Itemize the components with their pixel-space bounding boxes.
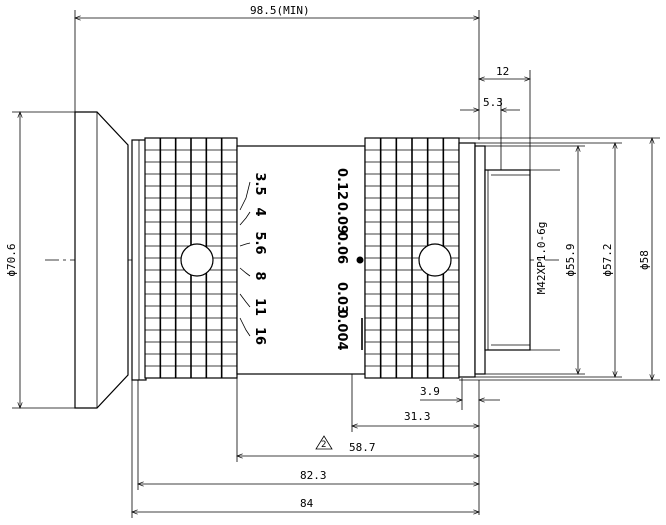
- dim-flange-depth: 5.3: [483, 96, 503, 109]
- front-hood: [74, 111, 129, 409]
- magnification-label: 0.03: [334, 282, 349, 314]
- aperture-label: 11: [252, 298, 267, 316]
- note-triangle-icon: [315, 435, 333, 450]
- aperture-label: 5.6: [252, 231, 267, 254]
- dim-step-3-9: 3.9: [420, 385, 440, 398]
- magnification-label: 0.12: [334, 168, 349, 200]
- dim-ring-31-3: 31.3: [404, 410, 431, 423]
- dim-overall-length: 98.5(MIN): [250, 4, 310, 17]
- aperture-label: 16: [252, 327, 267, 345]
- rear-flange: [474, 145, 486, 375]
- dim-front-diameter: ϕ70.6: [5, 243, 18, 276]
- index-dot: [356, 256, 364, 264]
- magnification-label: 0.06: [334, 232, 349, 264]
- magnification-label: 0.004: [334, 309, 349, 350]
- aperture-label: 8: [252, 271, 267, 280]
- dim-thread-length: 12: [496, 65, 509, 78]
- dim-ring-58-7: 58.7: [349, 441, 376, 454]
- dim-diameter-58: ϕ58: [638, 250, 651, 270]
- dim-diameter-55-9: ϕ55.9: [564, 243, 577, 276]
- rear-lock-screw: [418, 243, 452, 277]
- note-mark: 2: [321, 440, 326, 450]
- mount-thread: [484, 169, 531, 351]
- dim-length-82-3: 82.3: [300, 469, 327, 482]
- magnification-label: 0.09: [334, 202, 349, 234]
- dim-diameter-57-2: ϕ57.2: [601, 243, 614, 276]
- front-lock-screw: [180, 243, 214, 277]
- rear-collar: [458, 142, 476, 378]
- dim-length-84: 84: [300, 497, 314, 510]
- magnification-scale: 0.12 0.09 0.06 0.03 0.004: [334, 168, 349, 351]
- aperture-scale: 3.5 4 5.6 8 11 16: [252, 172, 267, 345]
- dim-thread-spec: M42XP1.0-6g: [535, 222, 548, 295]
- aperture-label: 4: [252, 207, 267, 216]
- aperture-label: 3.5: [252, 172, 267, 195]
